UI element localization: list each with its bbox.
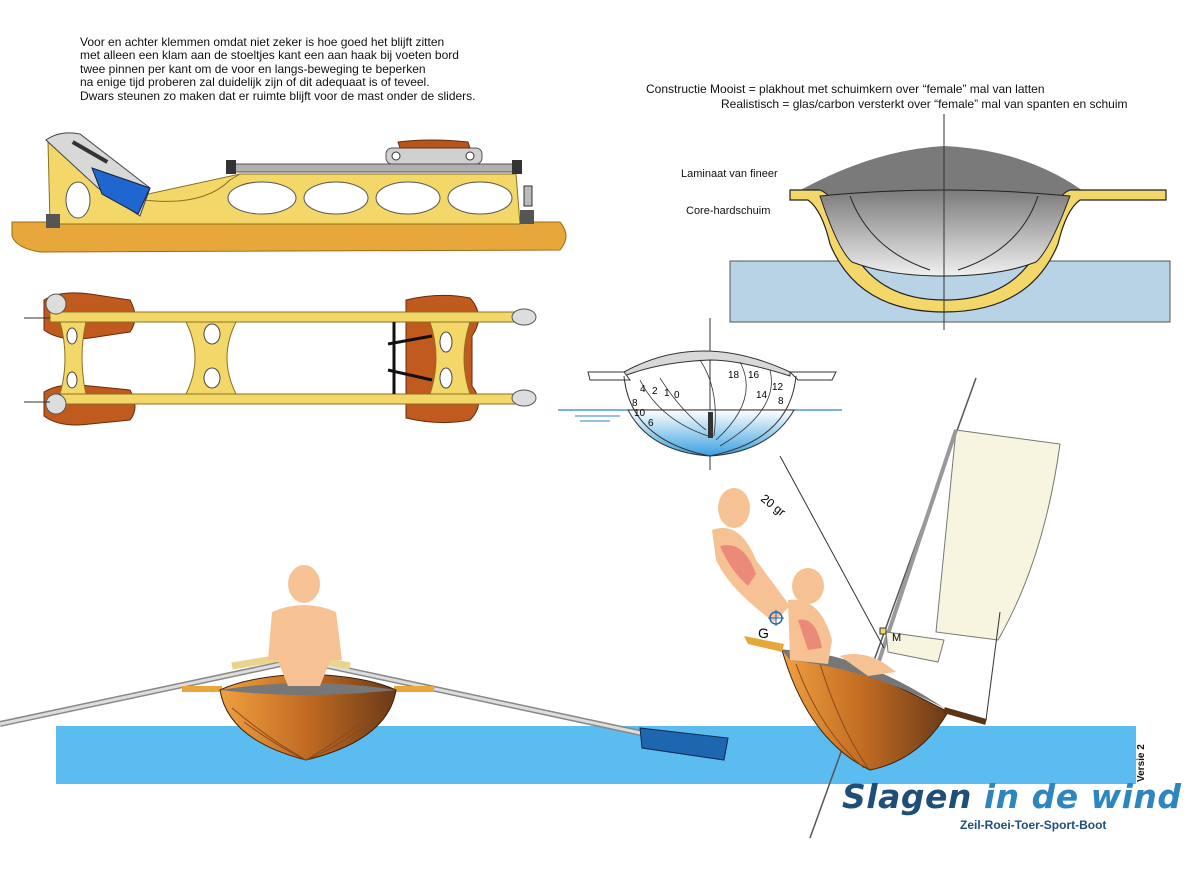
slide-rail bbox=[227, 163, 521, 173]
construction-options: Constructie Mooist = plakhout met schuim… bbox=[646, 82, 1128, 112]
frame-cutout bbox=[303, 181, 369, 215]
heel-angle-label: 2 bbox=[652, 386, 658, 397]
heel-angle-label: 8 bbox=[778, 396, 784, 407]
g-label: G bbox=[758, 625, 769, 641]
frame-cutout bbox=[375, 181, 441, 215]
heel-diagram: 18 16 14 12 8 4 2 1 0 8 10 6 bbox=[558, 318, 842, 470]
frame-base-rail bbox=[11, 221, 567, 253]
mainsail bbox=[935, 429, 1061, 641]
heel-angle-label: 6 bbox=[648, 418, 654, 429]
note-line: na enige tijd proberen zal duidelijk zij… bbox=[80, 75, 430, 90]
sailor2-head bbox=[792, 568, 824, 604]
construction-notes: Voor en achter klemmen omdat niet zeker … bbox=[80, 35, 476, 103]
heel-angle-label: 16 bbox=[748, 370, 760, 381]
frame-cutout bbox=[227, 181, 297, 215]
foot-stretcher-shoe bbox=[91, 167, 151, 215]
note-line: met alleen een klam aan de stoeltjes kan… bbox=[80, 48, 459, 63]
brand-subtitle: Zeil-Roei-Toer-Sport-Boot bbox=[960, 818, 1107, 832]
hull-cross-section bbox=[729, 114, 1171, 330]
brand-logo: Slagen in de wind bbox=[842, 777, 1182, 816]
rower-legs bbox=[276, 656, 332, 686]
veneer-label: Laminaat van fineer bbox=[681, 168, 778, 180]
metacenter-marker bbox=[879, 627, 887, 635]
oar-blade bbox=[639, 727, 729, 761]
rower-torso bbox=[268, 605, 342, 660]
heel-angle-label: 18 bbox=[728, 370, 740, 381]
rowing-hull bbox=[219, 673, 397, 761]
construction-line-1: Constructie Mooist = plakhout met schuim… bbox=[646, 82, 1045, 96]
frame-cutout bbox=[65, 181, 91, 219]
heel-angle-label: 14 bbox=[756, 390, 768, 401]
construction-line-2: Realistisch = glas/carbon versterkt over… bbox=[721, 97, 1128, 111]
note-line: twee pinnen per kant om de voor en langs… bbox=[80, 61, 426, 76]
heel-angle-label: 12 bbox=[772, 382, 784, 393]
frame-side-view bbox=[11, 132, 567, 253]
heel-angle-label: 4 bbox=[640, 384, 646, 395]
brand-part1: Slagen bbox=[842, 777, 972, 816]
jib bbox=[885, 631, 945, 663]
heel-angle-label: 8 bbox=[632, 398, 638, 409]
sailing-boat: G M 20 gr bbox=[712, 377, 1061, 839]
rower-head bbox=[288, 565, 320, 603]
brand-part2: in de wind bbox=[983, 777, 1182, 816]
note-line: Dwars steunen zo maken dat er ruimte bli… bbox=[80, 88, 476, 103]
foam-label: Core-hardschuim bbox=[686, 205, 771, 217]
m-label: M bbox=[892, 632, 901, 644]
heel-angle-label: 0 bbox=[674, 390, 680, 401]
frame-top-view bbox=[24, 292, 537, 426]
sailor-head bbox=[718, 488, 750, 528]
frame-cutout bbox=[447, 181, 513, 215]
note-line: Voor en achter klemmen omdat niet zeker … bbox=[80, 35, 445, 49]
heel-angle-label: 10 bbox=[634, 408, 646, 419]
water-surface bbox=[56, 726, 1136, 784]
heel-angle-label: 1 bbox=[664, 388, 670, 399]
rowing-boat bbox=[0, 565, 729, 761]
deck bbox=[790, 146, 1090, 196]
angle-label: 20 gr bbox=[758, 491, 788, 519]
version-label: Versie 2 bbox=[1136, 744, 1147, 782]
